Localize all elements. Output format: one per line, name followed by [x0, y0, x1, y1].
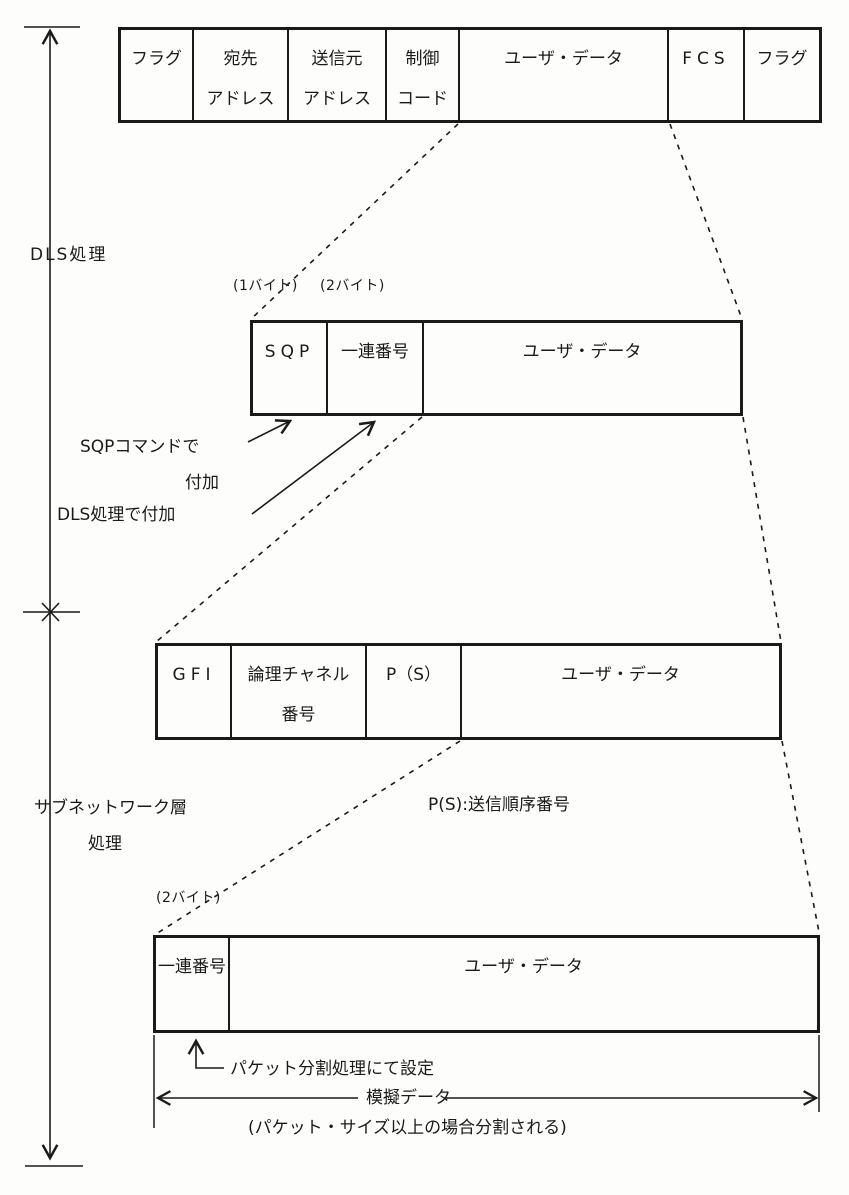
field-sequence-number: 一連番号 — [158, 957, 226, 977]
field-sequence-number: 一連番号 — [326, 323, 422, 413]
field-flag-left: フラグ — [131, 49, 182, 69]
frame-extension-lines — [153, 1035, 820, 1128]
byte-size-label-1: (1バイト) — [233, 278, 298, 294]
field-user-data: ユーザ・データ — [460, 646, 779, 737]
field-user-data: ユーザ・データ — [422, 323, 740, 413]
sqp-command-note-line1: SQPコマンドで — [80, 437, 200, 457]
field-logical-channel-number: 論理チャネル 番号 — [230, 646, 365, 737]
mock-data-label: 模擬データ — [366, 1088, 451, 1108]
split-condition-note: (パケット・サイズ以上の場合分割される) — [248, 1118, 567, 1138]
segmented-packet-frame: 一連番号 ユーザ・データ — [153, 935, 820, 1033]
dls-process-label: DLS処理 — [30, 245, 108, 265]
field-flag-right: フラグ — [743, 30, 819, 120]
field-control-code: 制御 コード — [385, 30, 458, 120]
sqp-command-note-line2: 付加 — [185, 473, 219, 493]
field-user-data: ユーザ・データ — [228, 938, 817, 1030]
process-span-arrow — [24, 26, 83, 1167]
packet-split-note: パケット分割処理にて設定 — [230, 1059, 434, 1079]
subnet-process-label-line2: 処理 — [88, 834, 122, 854]
dls-added-note: DLS処理で付加 — [57, 505, 176, 525]
field-user-data: ユーザ・データ — [458, 30, 667, 120]
ps-legend: P(S):送信順序番号 — [428, 795, 571, 815]
field-sqp: SQP — [264, 342, 315, 362]
field-ps: P（S） — [365, 646, 460, 737]
field-dest-address: 宛先 アドレス — [192, 30, 287, 120]
field-gfi: GFI — [172, 665, 216, 685]
byte-size-label-2: (2バイト) — [320, 278, 385, 294]
span-divider-x — [23, 602, 80, 622]
field-fcs: FCS — [667, 30, 743, 120]
dls-frame: SQP 一連番号 ユーザ・データ — [250, 320, 743, 416]
packet-split-pointer — [187, 1038, 224, 1069]
byte-size-label-3: (2バイト) — [156, 890, 221, 906]
subnet-process-label-line1: サブネットワーク層 — [34, 798, 187, 818]
subnet-packet-frame: GFI 論理チャネル 番号 P（S） ユーザ・データ — [155, 643, 782, 740]
hdlc-frame: フラグ 宛先 アドレス 送信元 アドレス 制御 コード ユーザ・データ FCS … — [118, 27, 822, 123]
field-src-address: 送信元 アドレス — [287, 30, 385, 120]
